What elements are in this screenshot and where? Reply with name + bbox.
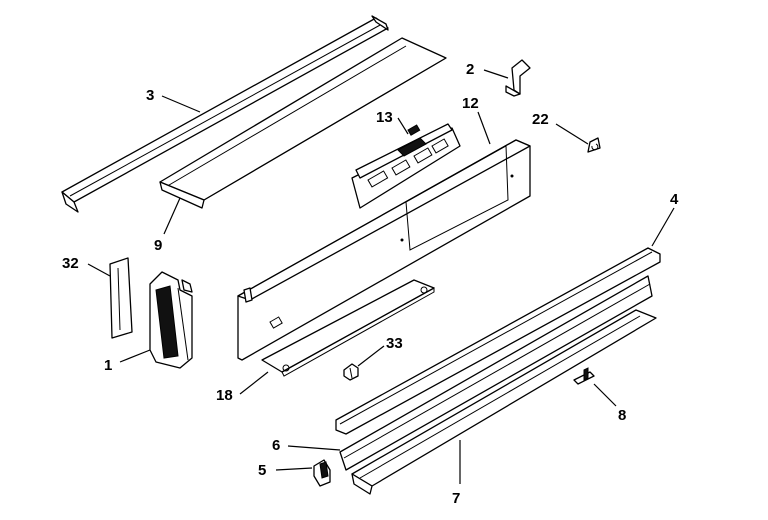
callout-18: 18 [216, 387, 233, 404]
clip [505, 59, 531, 97]
bracket-plate [109, 257, 133, 339]
top-trim-rail [61, 15, 389, 213]
callout-7: 7 [452, 490, 460, 507]
end-bracket [149, 271, 193, 369]
callout-2: 2 [466, 61, 474, 78]
callout-12: 12 [462, 95, 479, 112]
callout-8: 8 [618, 407, 626, 424]
callout-13: 13 [376, 109, 393, 126]
end-cap [313, 459, 331, 487]
callout-6: 6 [272, 437, 280, 454]
backing-plate [261, 279, 435, 377]
bottom-channel [351, 309, 657, 495]
lower-trim-strip [339, 275, 653, 471]
callout-32: 32 [62, 255, 79, 272]
leader-lines [87, 69, 675, 484]
small-clip [587, 137, 601, 153]
callout-1: 1 [104, 357, 112, 374]
control-panel [237, 139, 531, 361]
control-board [351, 123, 461, 209]
front-trim-rail [335, 247, 661, 435]
connector [343, 363, 359, 381]
top-channel [159, 37, 447, 209]
small-bracket [573, 367, 595, 385]
callout-4: 4 [670, 191, 679, 208]
callout-33: 33 [386, 335, 403, 352]
callout-3: 3 [146, 87, 154, 104]
callout-9: 9 [154, 237, 162, 254]
callout-5: 5 [258, 462, 266, 479]
callout-22: 22 [532, 111, 549, 128]
